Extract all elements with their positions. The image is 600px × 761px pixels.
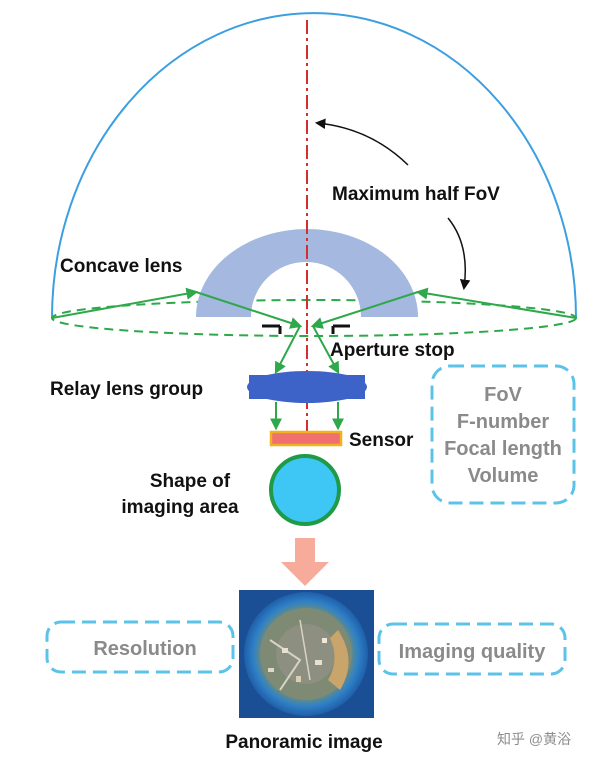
- resolution-label: Resolution: [93, 638, 196, 660]
- max-half-fov-label: Maximum half FoV: [332, 184, 500, 205]
- down-arrow: [281, 538, 329, 586]
- relay-lens-body: [249, 375, 365, 399]
- param-f-number: F-number: [457, 411, 549, 433]
- field-of-view-dome: [51, 12, 577, 319]
- param-volume: Volume: [468, 465, 539, 487]
- shape-label-line2: imaging area: [121, 497, 239, 518]
- aperture-stop-label: Aperture stop: [330, 340, 455, 361]
- aperture-stop-marker: [262, 324, 350, 334]
- sensor: [269, 430, 343, 447]
- panoramic-image-label: Panoramic image: [225, 732, 382, 753]
- sensor-label: Sensor: [349, 430, 414, 451]
- concave-lens: [196, 229, 418, 317]
- half-fov-arrow-bottom: [447, 217, 471, 291]
- imaging-quality-box: [377, 622, 567, 676]
- light-rays: [51, 287, 577, 431]
- half-fov-arrow-top: [314, 118, 409, 166]
- parameters-box: [430, 364, 576, 505]
- watermark: 知乎 @黄浴: [497, 731, 571, 747]
- imaging-quality-label: Imaging quality: [399, 641, 547, 663]
- imaging-area-circle: [269, 454, 341, 526]
- relay-lens-group-label: Relay lens group: [50, 379, 203, 400]
- resolution-box: [45, 620, 235, 674]
- shape-label-line1: Shape of: [150, 471, 231, 492]
- panoramic-image: [239, 590, 374, 718]
- concave-lens-label: Concave lens: [60, 256, 183, 277]
- param-fov: FoV: [484, 384, 522, 406]
- param-focal-length: Focal length: [444, 438, 562, 460]
